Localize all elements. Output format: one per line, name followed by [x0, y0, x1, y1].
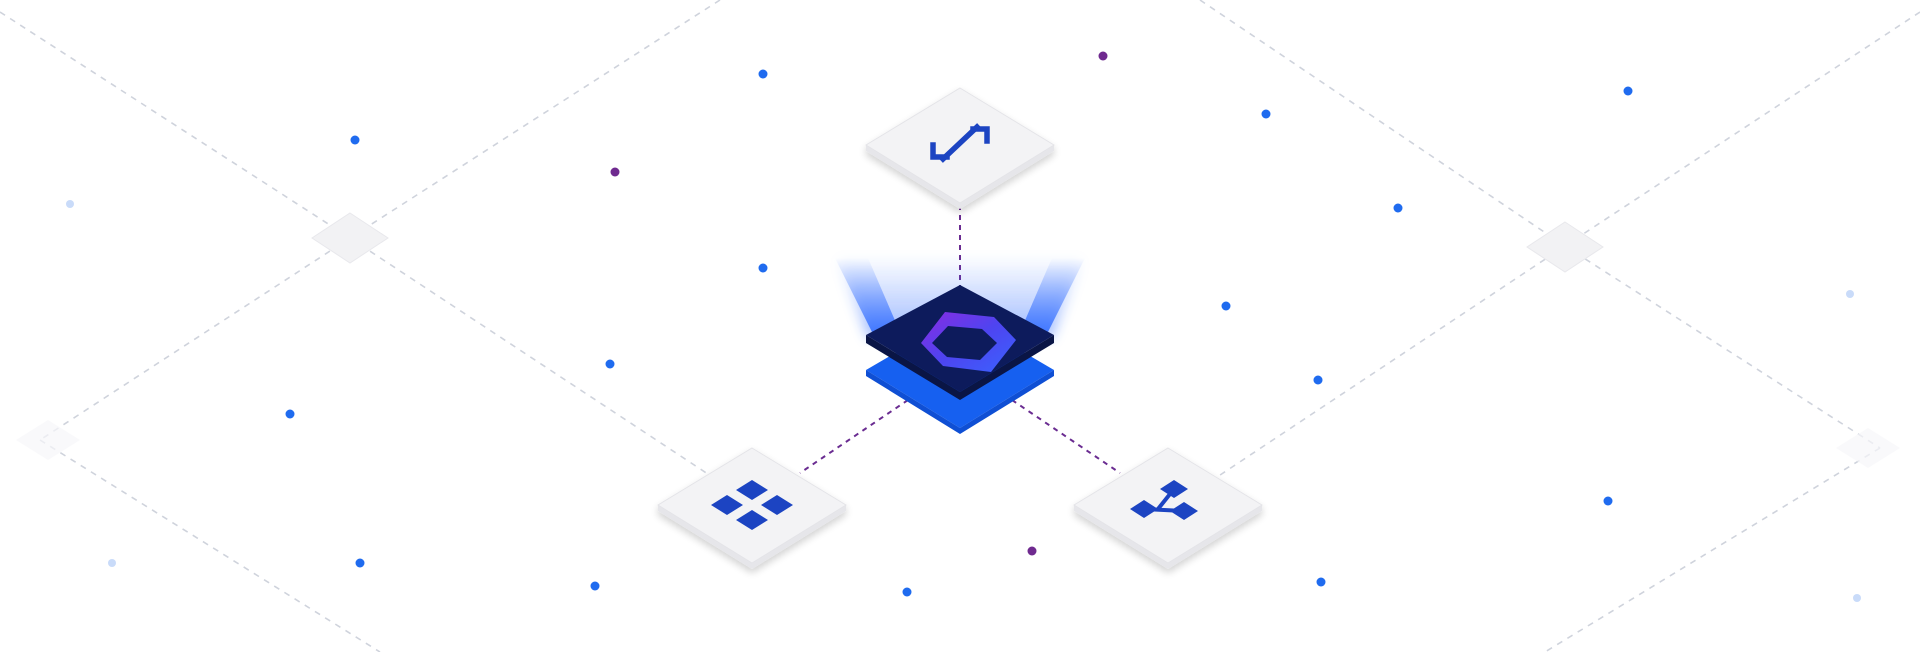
decorative-dot [350, 135, 360, 145]
decorative-dot [285, 409, 295, 419]
grid-line [1189, 245, 1566, 496]
tile-bottom-left [657, 447, 847, 569]
background-tile [1526, 221, 1604, 273]
decorative-dot [1846, 290, 1854, 298]
decorative-dot [1603, 496, 1613, 506]
grid-line [1564, 245, 1881, 449]
hub-beam-left [835, 258, 900, 332]
grid-line [349, 237, 721, 483]
tile-bottom-right-face [1073, 447, 1263, 564]
grid-line [39, 439, 381, 652]
background-tiles [16, 212, 1900, 468]
decorative-dot [1316, 577, 1326, 587]
grid-line [1564, 11, 1920, 247]
decorative-dot [355, 558, 365, 568]
decorative-dot [758, 69, 768, 79]
decorative-dot [1027, 546, 1037, 556]
background-tile [16, 420, 80, 460]
decorative-dot [1853, 594, 1861, 602]
branch-nodes-icon [1130, 480, 1198, 520]
grid-line [0, 11, 351, 239]
scattered-dots [66, 51, 1861, 602]
decorative-dot [1221, 301, 1231, 311]
connector-bottom-left [799, 399, 909, 474]
background-tile [311, 212, 389, 264]
background-tile [1836, 428, 1900, 468]
decorative-dot [902, 587, 912, 597]
grid-line [1199, 0, 1566, 247]
decorative-dot [1313, 375, 1323, 385]
decorative-dot [610, 167, 620, 177]
grid-line [39, 237, 351, 441]
hub-beam-right [1020, 258, 1085, 332]
four-diamonds-grid-icon [711, 480, 793, 530]
decorative-dot [1623, 86, 1633, 96]
decorative-dot [1098, 51, 1108, 61]
decorative-dot [66, 200, 74, 208]
tile-top [865, 87, 1055, 209]
decorative-dot [108, 559, 116, 567]
grid-line [349, 0, 721, 239]
decorative-dot [605, 359, 615, 369]
tile-bottom-left-face [657, 447, 847, 564]
swap-arrows-icon [930, 123, 990, 163]
decorative-dot [590, 581, 600, 591]
decorative-dot [1261, 109, 1271, 119]
connector-bottom-right [1011, 399, 1121, 474]
grid-line [1544, 447, 1881, 652]
hexagon-logo-icon [921, 312, 1016, 372]
tile-bottom-right [1073, 447, 1263, 569]
connector-lines [799, 205, 1121, 474]
decorative-dot [758, 263, 768, 273]
decorative-dot [1393, 203, 1403, 213]
